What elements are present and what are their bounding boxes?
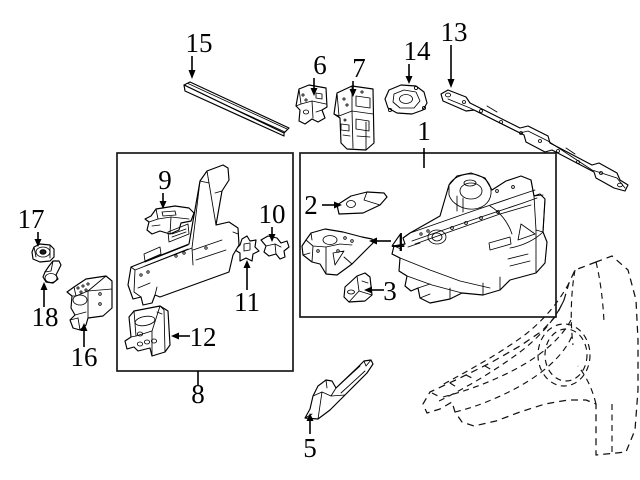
callout-6[interactable]: 6 [313,50,327,80]
part-9-channel-bracket[interactable] [144,205,195,235]
part-8-dash-side-panel[interactable] [127,164,240,306]
part-2-reinforcement-bracket[interactable] [336,191,388,215]
callout-labels: 1 2 3 4 5 6 7 8 9 10 11 12 13 14 15 16 1… [18,17,468,463]
part-5-side-rail-extension[interactable] [304,359,374,420]
part-4-wheelhouse-bracket[interactable] [301,228,374,276]
callout-15[interactable]: 15 [186,28,213,58]
part-17-grommet-bushing[interactable] [31,243,55,263]
callout-9[interactable]: 9 [158,165,172,195]
callout-7[interactable]: 7 [352,53,366,83]
part-18-push-pin-retainer[interactable] [42,260,62,284]
front-fender-phantom-outline [422,255,639,456]
callout-18[interactable]: 18 [32,302,59,332]
part-10-mounting-clip-bracket[interactable] [260,235,290,260]
callout-16[interactable]: 16 [71,342,98,372]
part-7-hinge-pillar-bracket[interactable] [333,85,375,151]
part-13-upper-tie-bar[interactable] [440,89,629,192]
callout-1[interactable]: 1 [417,116,431,146]
callout-17[interactable]: 17 [18,204,45,234]
callout-8[interactable]: 8 [191,379,205,409]
callout-4[interactable]: 4 [391,227,405,257]
part-3-closing-plate[interactable] [343,272,373,303]
callout-13[interactable]: 13 [441,17,468,47]
callout-10[interactable]: 10 [259,199,286,229]
part-1-apron-assembly[interactable] [391,172,548,304]
part-15-upper-rail-member[interactable] [183,81,290,137]
part-12-strut-tower-reinforcement[interactable] [124,305,171,357]
callout-12[interactable]: 12 [190,322,217,352]
part-14-mounting-plate[interactable] [384,84,428,115]
part-16-hinge-block[interactable] [66,275,113,331]
leader-lines [34,45,455,434]
callout-5[interactable]: 5 [303,433,317,463]
callout-14[interactable]: 14 [404,36,432,66]
part-6-upper-bracket[interactable] [295,84,328,125]
callout-11[interactable]: 11 [234,287,260,317]
callout-2[interactable]: 2 [304,190,318,220]
callout-3[interactable]: 3 [383,276,397,306]
